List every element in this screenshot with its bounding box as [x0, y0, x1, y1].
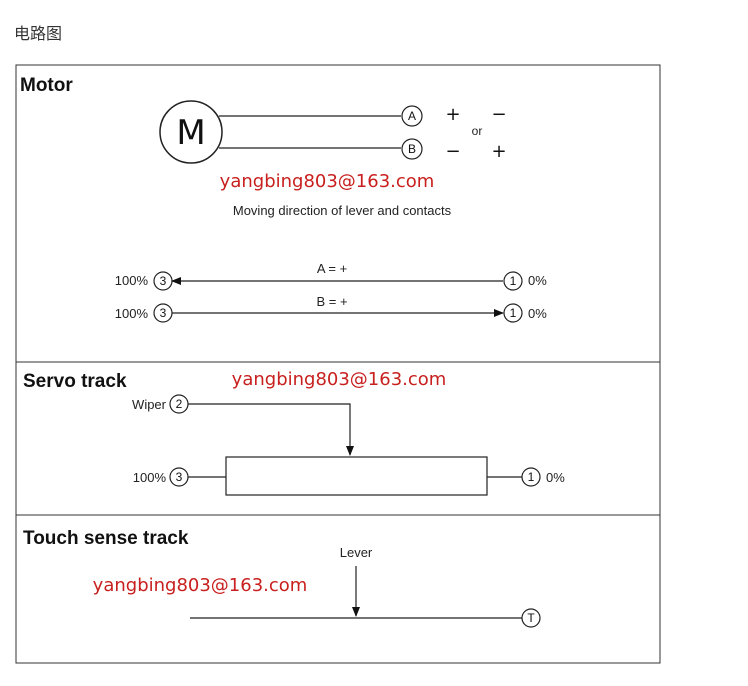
pin-a-label: A: [408, 109, 416, 123]
row1-condition: A = +: [317, 261, 347, 276]
watermark: yangbing803@163.com: [232, 369, 447, 390]
row1-left-percent: 100%: [115, 273, 149, 288]
row1-right-percent: 0%: [528, 273, 547, 288]
polarity-b-minus: −: [445, 141, 460, 162]
touch-terminal: T: [521, 608, 541, 628]
polarity-a-minus: −: [491, 104, 506, 125]
polarity-or: or: [472, 124, 483, 138]
touch-title: Touch sense track: [23, 528, 189, 549]
servo-right-percent: 0%: [546, 470, 565, 485]
motor-caption: Moving direction of lever and contacts: [233, 203, 452, 218]
motor-title: Motor: [20, 75, 73, 96]
wiper-pin: 2: [169, 394, 189, 414]
watermark: yangbing803@163.com: [93, 575, 308, 596]
row2-right-percent: 0%: [528, 306, 547, 321]
motor-symbol-label: M: [176, 113, 205, 153]
wiper-arrow: [188, 403, 354, 456]
row2-pin-3: 3: [153, 303, 173, 323]
pin-b-label: B: [408, 142, 416, 156]
servo-left-percent: 100%: [133, 470, 167, 485]
lever-label: Lever: [340, 545, 373, 560]
servo-title: Servo track: [23, 371, 127, 392]
svg-text:3: 3: [160, 306, 167, 320]
resistor-track: [225, 456, 488, 496]
servo-pin-3: 3: [169, 467, 189, 487]
pin-b: B: [401, 138, 423, 160]
page-heading: 电路图: [14, 24, 63, 43]
row2-condition: B = +: [316, 294, 347, 309]
wiper-label: Wiper: [132, 397, 167, 412]
polarity-b-plus: +: [491, 141, 506, 162]
svg-text:3: 3: [176, 470, 183, 484]
watermark: yangbing803@163.com: [220, 171, 435, 192]
diagram-frame: [15, 64, 661, 664]
pin-a: A: [401, 105, 423, 127]
svg-text:3: 3: [160, 274, 167, 288]
svg-text:1: 1: [510, 274, 517, 288]
row2-left-percent: 100%: [115, 306, 149, 321]
row2-pin-1: 1: [503, 303, 523, 323]
motor-symbol: M: [159, 100, 223, 164]
svg-text:2: 2: [176, 397, 183, 411]
servo-pin-1: 1: [521, 467, 541, 487]
svg-text:1: 1: [528, 470, 535, 484]
row1-pin-3: 3: [153, 271, 173, 291]
svg-text:T: T: [527, 611, 535, 625]
polarity-a-plus: +: [445, 104, 460, 125]
svg-text:1: 1: [510, 306, 517, 320]
row1-pin-1: 1: [503, 271, 523, 291]
